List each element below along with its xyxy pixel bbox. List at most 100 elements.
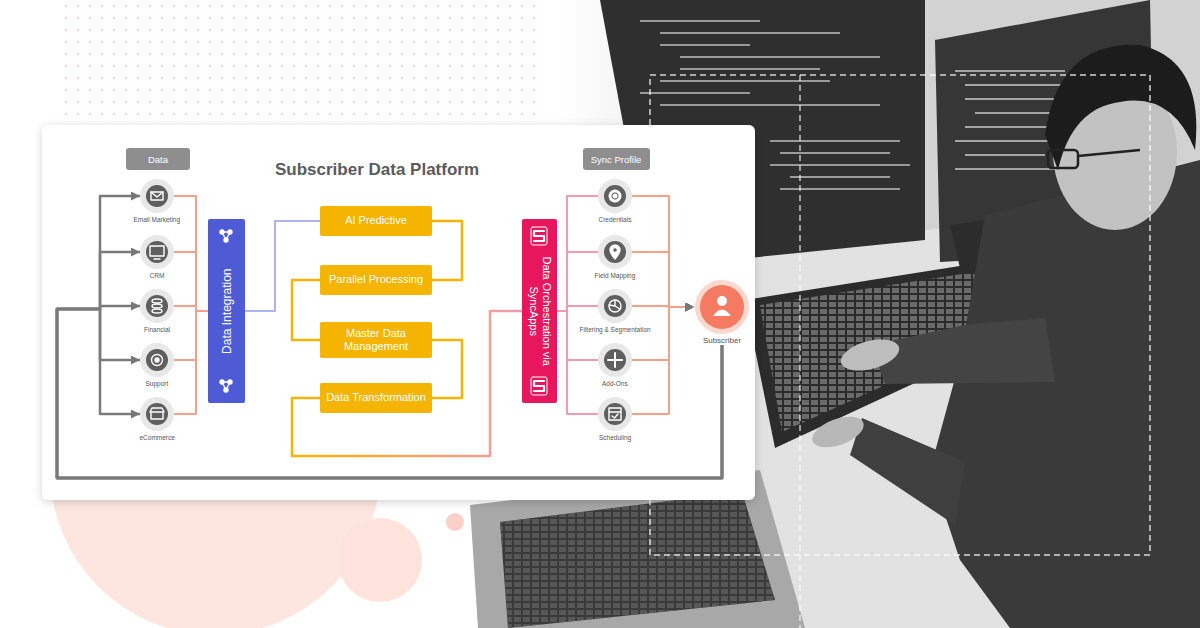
connector: [292, 311, 522, 456]
process-box: AI Predictive: [320, 206, 432, 236]
source-icon: Email Marketing: [140, 179, 174, 213]
node-label: eCommerce: [140, 434, 175, 441]
code-line: [770, 164, 910, 166]
code-line: [680, 68, 820, 70]
connector: [174, 252, 208, 311]
node-label: Data Orchestration via SyncApps: [526, 255, 552, 367]
financial-icon: [152, 309, 162, 313]
syncapps-logo: [531, 377, 547, 395]
crm-icon: [150, 246, 164, 256]
connector: [557, 252, 598, 311]
connector: [57, 196, 722, 478]
syncapps-logo: [534, 381, 544, 391]
email-icon: [151, 192, 163, 200]
code-line: [965, 98, 1055, 100]
scheduling-icon: [609, 408, 621, 420]
syncapps-logo: [531, 227, 547, 245]
email-icon: [151, 192, 163, 200]
code-line: [965, 154, 1045, 156]
node-label: Sync Profile: [591, 154, 642, 165]
connector: [632, 196, 694, 307]
scheduling-icon: [609, 411, 621, 412]
node-label: Master Data Management: [323, 327, 429, 353]
destination-icon: Scheduling: [598, 397, 632, 431]
integration-icon: [220, 230, 224, 234]
integration-icon: [220, 230, 232, 242]
scheduling-icon: [609, 408, 621, 420]
icon-disc: [146, 349, 168, 371]
icon-disc: [604, 349, 626, 371]
laptop-keyboard: [500, 492, 775, 628]
code-line: [770, 140, 900, 142]
field-mapping-icon: [613, 248, 617, 252]
integration-icon: [222, 232, 230, 240]
code-line: [640, 20, 760, 22]
node-label: Field Mapping: [595, 272, 636, 279]
destination-icon: Credentials: [598, 179, 632, 213]
node-label: Data: [148, 154, 168, 165]
process-box: Data Transformation: [320, 383, 432, 413]
node-label: AI Predictive: [345, 214, 407, 227]
decor-dot: [446, 513, 464, 531]
credentials-icon: [610, 191, 620, 201]
dot-pattern: [60, 0, 540, 125]
destination-icon: Add-Ons: [598, 343, 632, 377]
code-line: [790, 176, 890, 178]
integration-icon: [228, 380, 232, 384]
scheduling-icon: [612, 414, 618, 418]
person-hand: [837, 334, 902, 377]
node-label: Parallel Processing: [329, 273, 423, 286]
credentials-icon: [610, 191, 620, 201]
connector: [57, 306, 722, 478]
connector: [632, 252, 694, 307]
filtering-icon: [609, 300, 621, 312]
node-label: Scheduling: [599, 434, 631, 441]
dashed-line: [799, 75, 801, 628]
add-ons-icon: [608, 353, 622, 367]
ecommerce-icon: [150, 408, 164, 412]
add-ons-icon: [608, 353, 622, 367]
connector: [432, 340, 462, 398]
syncapps-logo: [531, 227, 547, 245]
crm-icon: [154, 258, 160, 259]
node-label: Credentials: [599, 216, 632, 223]
integration-icon: [220, 380, 224, 384]
financial-icon: [152, 299, 162, 313]
code-line: [660, 44, 750, 46]
code-line: [680, 56, 880, 58]
connector: [57, 252, 722, 478]
source-icon: Support: [140, 343, 174, 377]
node-label: Data Transformation: [326, 391, 426, 404]
ecommerce-icon: [150, 408, 164, 419]
connector: [174, 311, 208, 360]
icon-disc: [146, 185, 168, 207]
connector: [174, 196, 208, 311]
person-hand: [808, 411, 868, 454]
connector: [245, 221, 320, 311]
connector: [632, 307, 694, 414]
person-body: [930, 160, 1200, 628]
integration-icon: [228, 230, 232, 234]
person-arm: [850, 418, 965, 525]
code-line: [780, 188, 900, 190]
connector: [174, 311, 208, 414]
subscriber-node: Subscriber: [694, 285, 750, 345]
destination-icon: Filtering & Segmentation: [598, 289, 632, 323]
integration-icon: [222, 382, 230, 390]
financial-icon: [152, 304, 162, 308]
icon-disc: [146, 295, 168, 317]
connector: [557, 311, 598, 360]
icon-disc: [604, 295, 626, 317]
person-icon: [713, 310, 731, 317]
email-icon: [151, 192, 163, 197]
support-icon: [155, 358, 159, 362]
filtering-icon: [609, 300, 621, 312]
code-line: [660, 104, 880, 106]
glasses: [1048, 150, 1078, 168]
code-line: [660, 32, 840, 34]
credentials-icon: [613, 194, 617, 198]
integration-icon: [220, 380, 232, 392]
financial-icon: [152, 299, 162, 303]
integration-icon: [224, 238, 228, 242]
laptop-keys: [500, 492, 775, 628]
